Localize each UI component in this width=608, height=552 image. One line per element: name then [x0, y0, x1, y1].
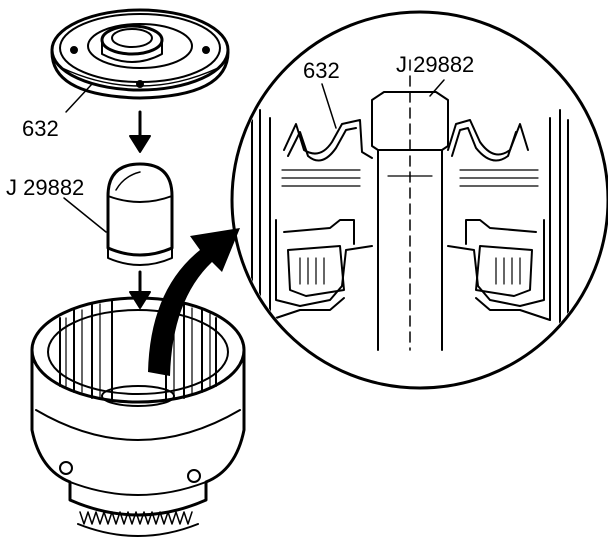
- detail-view: [230, 10, 608, 390]
- part-632-retainer: [50, 8, 230, 100]
- tool-j29882: [106, 162, 174, 266]
- label-632-right: 632: [303, 58, 340, 83]
- label-j29882-right: J 29882: [396, 52, 475, 77]
- leader-j29882-right: [429, 79, 445, 97]
- leader-632-left: [65, 83, 93, 113]
- clutch-housing: [30, 296, 246, 537]
- arrow-down-icon: [129, 110, 151, 153]
- leader-632-right: [321, 83, 337, 129]
- arrow-down-icon: [129, 270, 151, 309]
- label-j29882-left: J 29882: [6, 175, 85, 200]
- leader-j29882-left: [63, 197, 107, 233]
- label-632-left: 632: [22, 116, 59, 141]
- curved-arrow-icon: [148, 228, 240, 376]
